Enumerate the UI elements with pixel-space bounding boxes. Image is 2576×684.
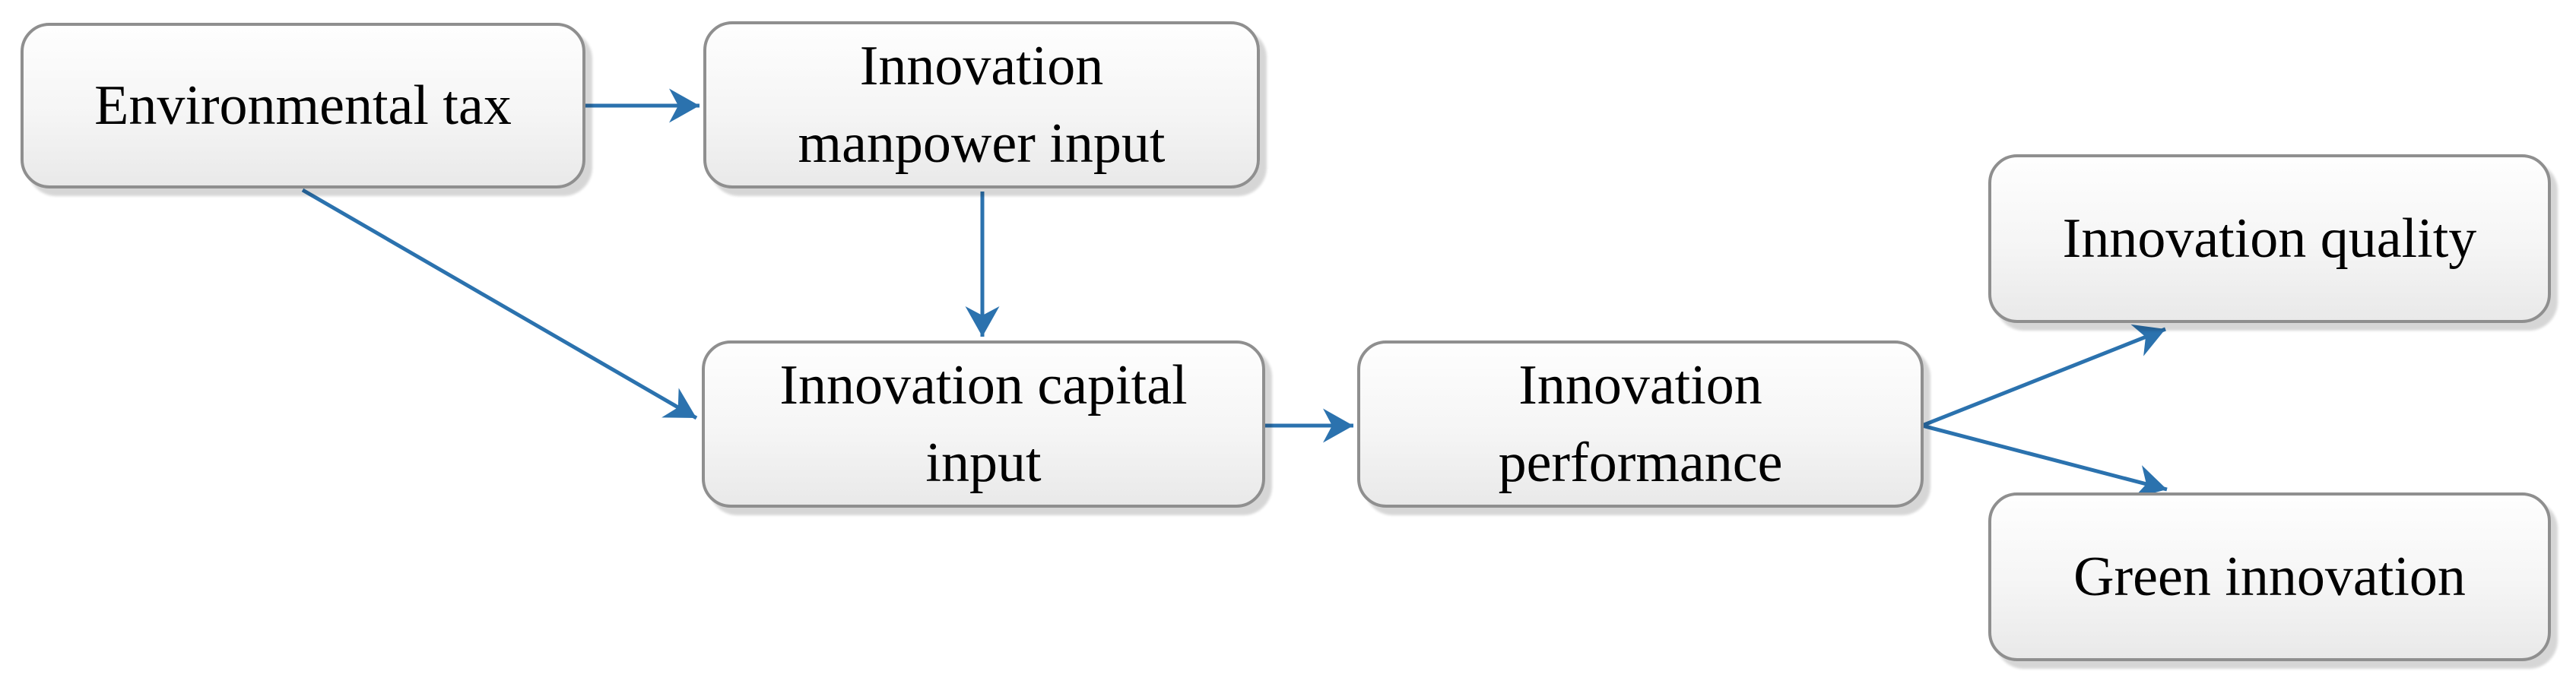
node-innovation-quality-label: Innovation quality <box>2062 207 2477 270</box>
node-innovation-performance: Innovation performance <box>1357 340 1924 508</box>
node-innovation-capital-input: Innovation capital input <box>702 340 1265 508</box>
node-environmental-tax: Environmental tax <box>21 23 585 188</box>
node-innovation-performance-label: Innovation performance <box>1498 354 1783 494</box>
arrow-environmental-tax-to-capital-input <box>301 188 698 420</box>
node-green-innovation-label: Green innovation <box>2073 546 2466 608</box>
node-environmental-tax-label: Environmental tax <box>94 74 512 137</box>
node-innovation-manpower-input-label: Innovation manpower input <box>798 35 1166 175</box>
node-green-innovation: Green innovation <box>1988 492 2551 661</box>
node-innovation-quality: Innovation quality <box>1988 154 2551 323</box>
arrow-performance-to-green-innovation <box>1921 423 2168 499</box>
arrow-performance-to-innovation-quality <box>1921 324 2166 428</box>
node-innovation-capital-input-label: Innovation capital input <box>779 354 1188 494</box>
node-innovation-manpower-input: Innovation manpower input <box>703 21 1260 188</box>
